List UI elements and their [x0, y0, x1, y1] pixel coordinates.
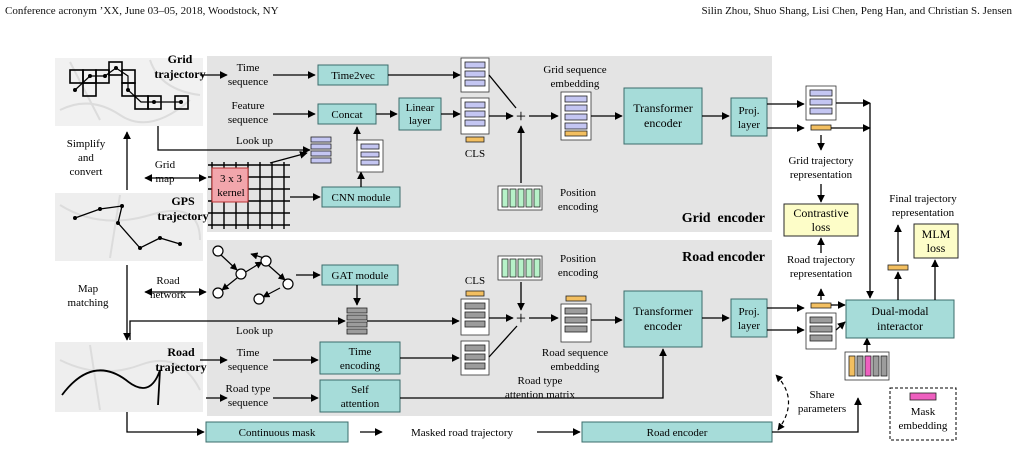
continuous-mask-box [205, 421, 349, 443]
grid-time-tokens [460, 57, 490, 93]
arrow-encoder-to-masked-tokens [772, 397, 862, 433]
plus-sign-grid: + [516, 106, 526, 126]
road-position-encoding [497, 255, 543, 281]
map-texture [59, 59, 201, 411]
self-attention-box [319, 379, 401, 413]
gps-points [73, 204, 182, 250]
plus-sign-road: + [516, 308, 526, 328]
cnn-module-label: CNN module [332, 192, 391, 204]
road-tokens-lower [460, 340, 490, 376]
final-cls-token [887, 264, 909, 271]
mlm-loss-box [913, 223, 959, 259]
arrow-road-lookup [129, 317, 346, 340]
contrastive-loss-box [783, 203, 859, 237]
gps-trajectory-map [55, 193, 203, 261]
grid-encoder-title: Grid encoder [682, 211, 765, 226]
road-encoder-title: Road encoder [682, 250, 765, 265]
grid-output-tokens [805, 85, 837, 131]
grid-feature-tokens [460, 97, 490, 143]
road-network-nodes [212, 245, 294, 305]
grid-sequence-embedding [560, 91, 592, 141]
arrow-grid-lookup [157, 126, 311, 154]
road-encoder-box-label: Road encoder [647, 427, 708, 439]
grid-proj-layer-box [730, 97, 768, 137]
grid-transformer-box [623, 87, 703, 145]
kernel-box [211, 167, 249, 203]
cls-label-grid: CLS [465, 148, 485, 160]
continuous-mask-label: Continuous mask [239, 427, 316, 439]
mask-token-swatch [909, 392, 937, 401]
masked-token-sequence [844, 351, 890, 381]
header-right: Silin Zhou, Shuo Shang, Lisi Chen, Peng … [701, 5, 1012, 17]
share-parameters-arrow [775, 374, 790, 431]
gat-module-label: GAT module [332, 270, 389, 282]
road-network-graph [220, 252, 286, 298]
look-up-label-road: Look up [236, 325, 273, 337]
arrow-gridmap-lookup [269, 151, 308, 164]
grid-proj-label: Proj.layer [738, 105, 760, 131]
time-encoding-box [319, 341, 401, 375]
grid-position-encoding [497, 185, 543, 211]
mask-embedding-legend [889, 387, 957, 441]
road-lookup-embedding [346, 307, 368, 335]
masked-road-traj-label: Masked road trajectory [411, 427, 514, 439]
road-transformer-box [623, 290, 703, 348]
road-trajectory-path [61, 369, 161, 406]
grid-trajectory-cells [69, 61, 189, 110]
road-output-tokens [805, 302, 837, 350]
header-left: Conference acronym ’XX, June 03–05, 2018… [5, 5, 279, 17]
arrow-road-traj-to-mask [126, 412, 205, 436]
arrow-road-out-to-interactor [835, 321, 846, 331]
road-proj-label: Proj.layer [738, 306, 760, 332]
cls-label-road: CLS [465, 275, 485, 287]
arrow-time-tokens-to-plus [488, 74, 517, 109]
arrow-time-tokens-to-plus-road [488, 325, 518, 358]
gat-module-box [321, 264, 399, 286]
road-proj-layer-box [730, 298, 768, 338]
grid-lookup-embedding [310, 136, 332, 164]
look-up-label-grid: Look up [236, 135, 273, 147]
grid-trajectory-points [73, 66, 183, 104]
arrow-selfattn-to-transformer [400, 348, 667, 399]
time2vec-label: Time2vec [331, 70, 375, 82]
road-tokens-upper [460, 290, 490, 336]
concat-label: Concat [331, 109, 362, 121]
dual-modal-interactor-box [845, 299, 955, 339]
grid-cnn-embedding [356, 139, 384, 173]
road-sequence-embedding [560, 295, 592, 343]
